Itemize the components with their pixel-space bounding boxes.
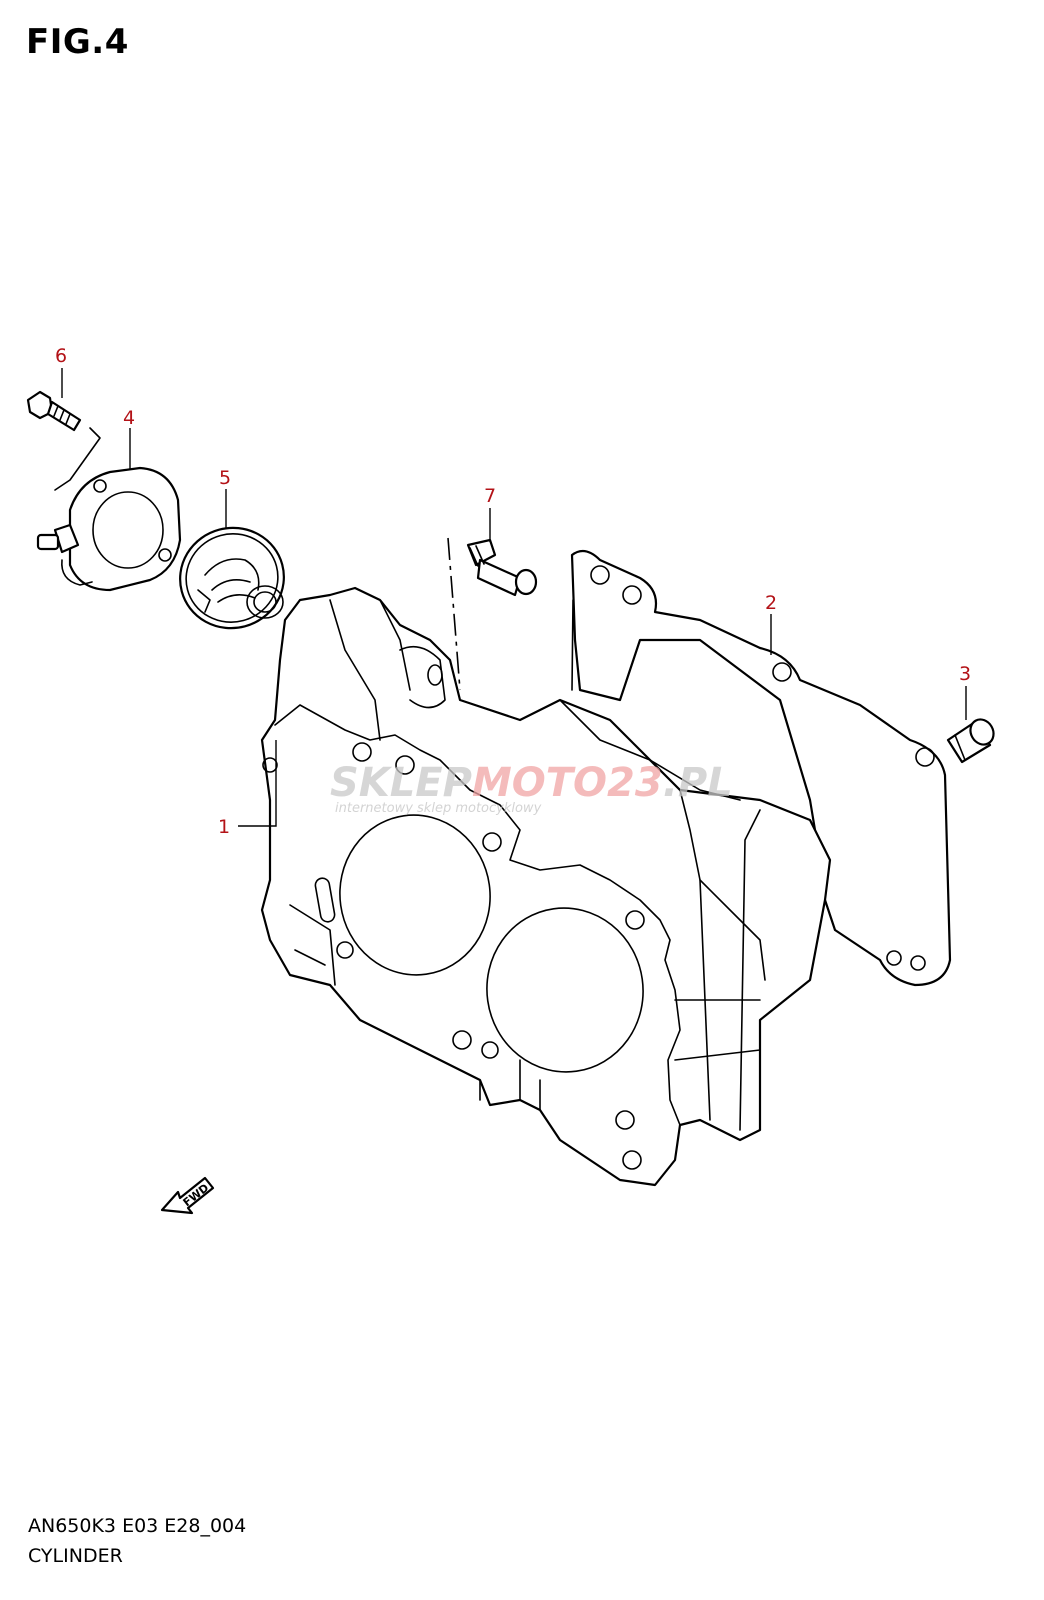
cylinder-gasket — [570, 549, 952, 987]
cylinder-block — [260, 586, 832, 1187]
dowel-pin — [946, 718, 995, 764]
thermostat — [179, 526, 285, 630]
fwd-arrow: FWD — [160, 1176, 215, 1215]
bolt-alignment-line — [54, 427, 101, 491]
svg-text:SKLEPMOTO23.PL: SKLEPMOTO23.PL — [330, 760, 733, 806]
footer-section-name: CYLINDER — [28, 1545, 123, 1567]
cover-bolt — [26, 390, 82, 432]
callout-6: 6 — [55, 345, 67, 367]
watermark-tagline: internetowy sklep motocyklowy — [335, 801, 542, 816]
watermark-brand-d: .PL — [663, 760, 733, 806]
watermark-brand-a: SKLEP — [330, 760, 472, 806]
footer-model-code: AN650K3 E03 E28_004 — [28, 1515, 247, 1537]
figure-title: FIG.4 — [26, 22, 129, 62]
watermark: SKLEPMOTO23.PL internetowy sklep motocyk… — [330, 760, 733, 816]
watermark-brand-b: MOTO — [472, 760, 607, 806]
callout-1: 1 — [218, 816, 230, 838]
leader-1 — [238, 740, 277, 827]
thermostat-cover — [36, 466, 182, 592]
callout-3: 3 — [959, 663, 971, 685]
watermark-brand-c: 23 — [607, 760, 663, 806]
callout-4: 4 — [123, 407, 135, 429]
callout-2: 2 — [765, 592, 777, 614]
fitting-alignment-line — [447, 537, 461, 691]
water-fitting — [466, 538, 538, 597]
callout-7: 7 — [484, 485, 496, 507]
callout-5: 5 — [219, 467, 231, 489]
